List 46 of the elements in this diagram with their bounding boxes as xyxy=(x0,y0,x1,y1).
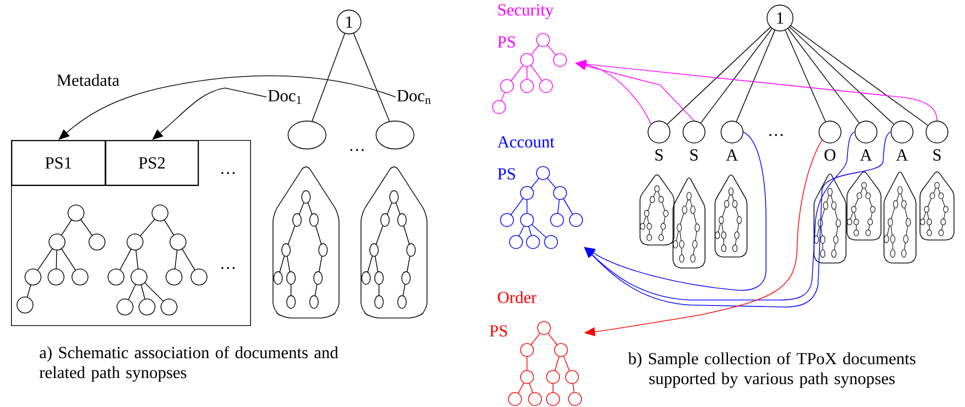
synopsis-label: PS xyxy=(498,36,515,48)
letter-label: A xyxy=(896,149,908,161)
annotation-text: Metadata xyxy=(56,74,120,86)
letter-label: A xyxy=(726,149,738,161)
circle-node xyxy=(720,120,744,144)
circle-node xyxy=(854,120,878,144)
category-label: Order xyxy=(498,291,537,304)
doc-label: Doc$_{n}$ xyxy=(397,90,431,104)
connector xyxy=(58,75,396,140)
panel-box xyxy=(11,140,251,326)
connector xyxy=(788,28,860,124)
connector xyxy=(736,30,776,122)
connector xyxy=(790,25,928,126)
connector xyxy=(789,26,894,125)
connector xyxy=(784,30,826,122)
letter-label: S xyxy=(933,149,941,161)
connector xyxy=(700,28,772,124)
letter-label: S xyxy=(655,149,663,161)
letter-label: A xyxy=(860,149,872,161)
synopsis-label: PS xyxy=(498,168,515,180)
doc-label: Doc$_{1}$ xyxy=(268,90,302,104)
ellipsis: … xyxy=(221,267,235,269)
connector xyxy=(584,132,892,308)
category-label: Security xyxy=(498,4,554,20)
connector xyxy=(666,26,771,125)
letter-label: O xyxy=(824,149,836,161)
caption: a) Schematic association of documents and related path synopses xyxy=(40,346,338,382)
category-label: Account xyxy=(497,136,554,148)
header-cell: PS1 xyxy=(11,140,106,186)
circle-node xyxy=(682,120,706,144)
circle-node xyxy=(926,120,948,144)
connector xyxy=(152,88,267,140)
letter-label: S xyxy=(690,149,698,161)
circle-node xyxy=(288,120,326,150)
circle-node xyxy=(376,120,414,150)
ellipsis: … xyxy=(221,172,235,174)
ellipsis: … xyxy=(350,149,364,151)
circle-node xyxy=(818,120,842,144)
circle-node xyxy=(890,120,914,144)
connector xyxy=(353,33,390,122)
circle-node xyxy=(648,120,670,144)
header-cell: PS2 xyxy=(105,140,199,186)
synopsis-label: PS xyxy=(490,325,507,337)
caption: b) Sample collection of TPoX documents supported by various path synopses xyxy=(628,352,916,388)
connector xyxy=(312,33,346,122)
ellipsis: … xyxy=(769,134,783,136)
